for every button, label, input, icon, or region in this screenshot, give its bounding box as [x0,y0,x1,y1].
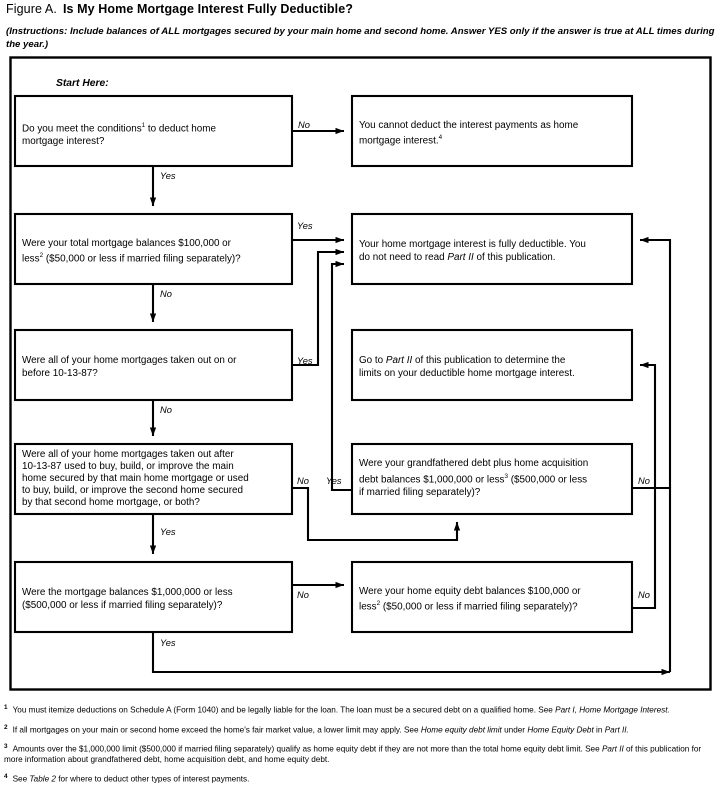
figure-label: Figure A. [6,2,57,16]
node-text-q3: Were all of your home mortgages taken ou… [22,355,237,379]
edge-label-q4-no: No [297,476,309,486]
footnote-2: 2 If all mortgages on your main or second… [4,723,717,736]
node-text-q7-wrap: Were your home equity debt balances $100… [359,585,581,613]
node-box-q4 [13,442,294,516]
node-text-q6-wrap: Were the mortgage balances $1,000,000 or… [22,587,233,611]
node-text-q1: Do you meet the conditions1 to deduct ho… [22,121,217,147]
footnote-marker-1: 1 [4,704,8,711]
node-box-t-partii [350,328,634,402]
figure-title-text: Is My Home Mortgage Interest Fully Deduc… [62,2,353,16]
footnote-text-2: If all mortgages on your main or second … [12,725,629,735]
node-box-t-fully [350,212,634,286]
node-text-t-cannot-wrap: You cannot deduct the interest payments … [359,119,579,147]
node-text-q3-wrap: Were all of your home mortgages taken ou… [22,355,237,379]
node-text-q5-wrap: Were your grandfathered debt plus home a… [359,458,589,498]
footnote-text-3: Amounts over the $1,000,000 limit ($500,… [4,745,702,765]
node-text-q2: Were your total mortgage balances $100,0… [22,237,241,265]
node-text-t-fully-wrap: Your home mortgage interest is fully ded… [359,239,586,263]
node-box-q7 [350,560,634,634]
node-text-q4-wrap: Were all of your home mortgages taken ou… [22,448,249,509]
node-box-q3 [13,328,294,402]
start-here-label: Start Here: [56,78,109,89]
footnote-1: 1 You must itemize deductions on Schedule… [4,703,717,716]
footnote-text-1: You must itemize deductions on Schedule … [12,705,670,715]
edge-label-q5-no: No [638,476,650,486]
node-text-t-partii: Go to Part II of this publication to det… [359,355,575,379]
footnote-marker-3: 3 [4,743,8,751]
node-text-q1-wrap: Do you meet the conditions1 to deduct ho… [22,121,217,147]
edge-q6-yes [151,632,670,676]
edge-label-q5-yes: Yes [326,476,342,486]
node-text-t-cannot: You cannot deduct the interest payments … [359,119,579,147]
footnote-marker-2: 2 [4,723,8,731]
edge-return-to-fully [640,236,672,488]
edge-q3-yes [292,248,344,367]
footnote-4: 4 See Table 2 for where to deduct other t… [4,772,717,785]
page-title: Figure A. Is My Home Mortgage Interest Fu… [6,2,353,16]
edge-label-q2-no: No [160,289,172,299]
edge-label-q7-no: No [638,590,650,600]
node-box-t-cannot [350,94,634,168]
node-box-q5 [350,442,634,516]
node-text-q5: Were your grandfathered debt plus home a… [359,458,589,498]
footnote-text-4: See Table 2 for where to deduct other ty… [12,775,250,785]
node-text-q7: Were your home equity debt balances $100… [359,585,581,613]
edge-label-q1-no: No [298,120,310,130]
node-text-q6: Were the mortgage balances $1,000,000 or… [22,587,233,611]
footnotes: 1 You must itemize deductions on Schedule… [4,703,717,792]
node-text-t-partii-wrap: Go to Part II of this publication to det… [359,355,575,379]
edge-label-q3-no: No [160,405,172,415]
edge-label-q3-yes: Yes [297,356,313,366]
node-text-t-fully: Your home mortgage interest is fully ded… [359,239,586,263]
edge-label-q4-yes: Yes [160,527,176,537]
node-box-q2 [13,212,294,286]
figure-instructions: (Instructions: Include balances of ALL m… [6,26,715,50]
flowchart-canvas: No Yes Yes No Yes No No Yes Yes No No No… [9,56,712,691]
edge-q7-no [632,361,657,610]
edge-label-q1-yes: Yes [160,171,176,181]
node-box-q6 [13,560,294,634]
edge-q5-yes [330,260,352,492]
edge-label-q6-no: No [297,590,309,600]
edge-label-q6-yes: Yes [160,638,176,648]
node-text-q2-wrap: Were your total mortgage balances $100,0… [22,237,241,265]
edge-q4-no [292,486,461,542]
footnote-marker-4: 4 [4,773,8,781]
edge-label-q2-yes: Yes [297,221,313,231]
node-text-q4: Were all of your home mortgages taken ou… [22,448,249,509]
